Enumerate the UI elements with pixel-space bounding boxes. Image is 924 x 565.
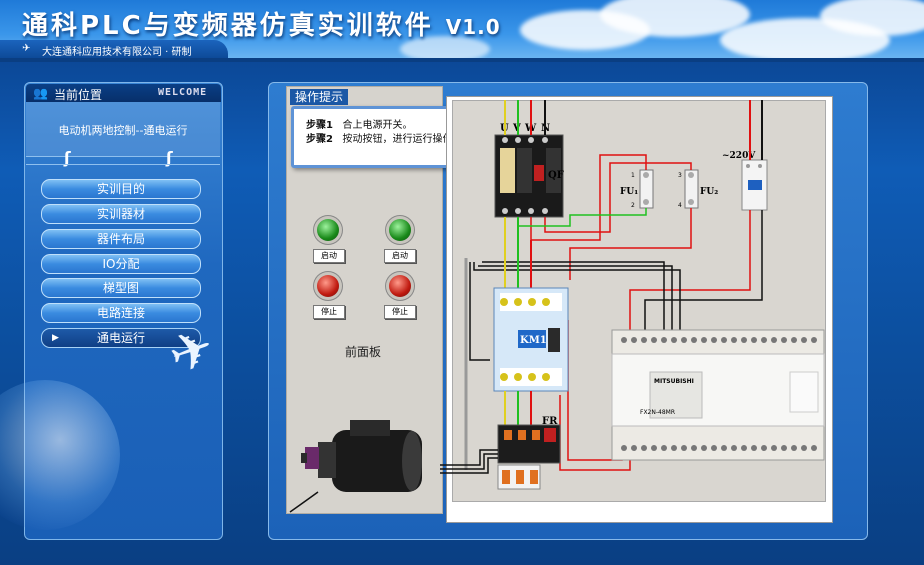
- location-box: [26, 102, 220, 157]
- header-band: [0, 58, 924, 62]
- tips-tab: 操作提示: [290, 89, 349, 105]
- menu-item-purpose[interactable]: 实训目的: [41, 179, 201, 199]
- tip-step-2: 步骤2 按动按钮，进行运行操作。: [306, 134, 463, 145]
- svg-text:2: 2: [631, 202, 635, 209]
- plc-unit: [611, 329, 825, 461]
- plc-model: FX2N-48MR: [640, 409, 675, 416]
- motor: [301, 420, 422, 492]
- globe-decoration: [0, 380, 120, 530]
- start-button-1[interactable]: [317, 219, 339, 241]
- fu2-label: FU₂: [700, 187, 718, 197]
- terminal-block: [497, 464, 541, 490]
- stop-label-2: 停止: [384, 305, 416, 319]
- plc-bottom-terminals: [621, 445, 817, 451]
- svg-text:3: 3: [678, 172, 682, 179]
- app-header: [0, 0, 924, 62]
- fr-label: FR: [542, 416, 558, 427]
- svg-text:1: 1: [631, 172, 635, 179]
- stop-button-1[interactable]: [317, 275, 339, 297]
- fuse-fu2: [684, 169, 699, 209]
- fu1-label: FU₁: [620, 187, 638, 197]
- plc-top-terminals: [621, 337, 817, 343]
- km1-label: KM1: [520, 335, 547, 346]
- start-label-2: 启动: [384, 249, 416, 263]
- menu-item-equipment[interactable]: 实训器材: [41, 204, 201, 224]
- menu-item-ladder[interactable]: 梯型图: [41, 278, 201, 298]
- app-title: 通科PLC与变频器仿真实训软件 V1.0: [22, 11, 501, 41]
- subtitle-bar: [0, 40, 228, 58]
- breaker-220v[interactable]: [741, 159, 768, 211]
- menu-box: [26, 164, 220, 537]
- location-title: 当前位置: [54, 88, 103, 102]
- app-subtitle: 大连通科应用技术有限公司 · 研制: [42, 47, 192, 58]
- voltage-label: ~220V: [722, 151, 756, 161]
- company-logo-icon: ✈: [22, 43, 31, 54]
- play-icon: ▶: [52, 333, 59, 343]
- start-button-2[interactable]: [389, 219, 411, 241]
- hook-icon: ʃ: [64, 148, 71, 167]
- stop-label-1: 停止: [313, 305, 345, 319]
- location-header: [26, 84, 221, 102]
- phase-v-label: V: [512, 123, 521, 134]
- start-label-1: 启动: [313, 249, 345, 263]
- svg-text:4: 4: [678, 202, 682, 209]
- menu-item-io[interactable]: IO分配: [41, 254, 201, 274]
- people-icon: 👥: [33, 86, 48, 100]
- front-panel-caption: 前面板: [345, 345, 382, 359]
- qf-label: QF: [548, 170, 564, 181]
- breaker-qf[interactable]: [494, 134, 564, 218]
- menu-item-layout[interactable]: 器件布局: [41, 229, 201, 249]
- stop-button-2[interactable]: [389, 275, 411, 297]
- fuse-fu1: [639, 169, 654, 209]
- plc-brand: MITSUBISHI: [654, 378, 694, 385]
- location-text: 电动机两地控制--通电运行: [58, 124, 188, 137]
- welcome-label: WELCOME: [158, 87, 208, 98]
- thermal-relay-fr: [497, 424, 561, 464]
- menu-item-wiring[interactable]: 电路连接: [41, 303, 201, 323]
- menu-item-run[interactable]: ▶通电运行: [41, 328, 201, 348]
- tip-step-1: 步骤1 合上电源开关。: [306, 120, 413, 131]
- hook-icon: ʃ: [166, 148, 173, 167]
